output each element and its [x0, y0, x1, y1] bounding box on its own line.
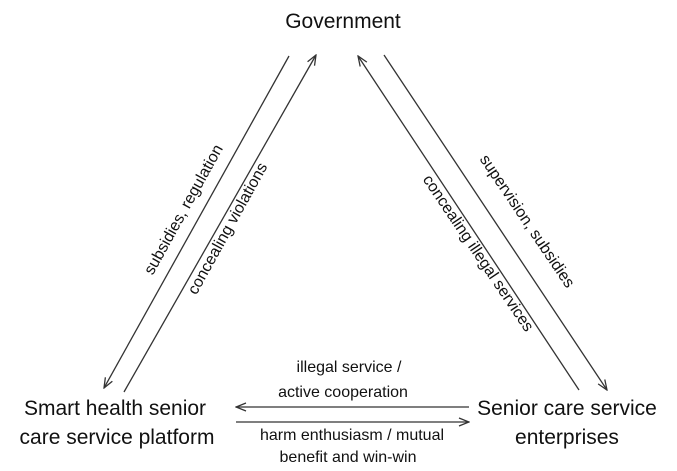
arrow-gov-to-enterprises [383, 54, 607, 390]
node-enterprises-line1: Senior care service [477, 397, 657, 420]
node-enterprises-line2: enterprises [515, 426, 619, 449]
label-platform-to-enterprises-line2: benefit and win-win [280, 449, 417, 466]
arrow-platform-to-gov [123, 55, 316, 393]
arrow-gov-to-platform [104, 55, 290, 388]
node-platform-line1: Smart health senior [24, 397, 206, 420]
label-enterprises-to-platform-line2: active cooperation [278, 384, 408, 401]
label-enterprises-to-platform-line1: illegal service / [297, 359, 402, 376]
node-government: Government [285, 10, 401, 33]
arrow-enterprises-to-gov [358, 56, 580, 391]
label-platform-to-enterprises-line1: harm enthusiasm / mutual [260, 427, 444, 444]
node-platform-line2: care service platform [20, 426, 215, 449]
